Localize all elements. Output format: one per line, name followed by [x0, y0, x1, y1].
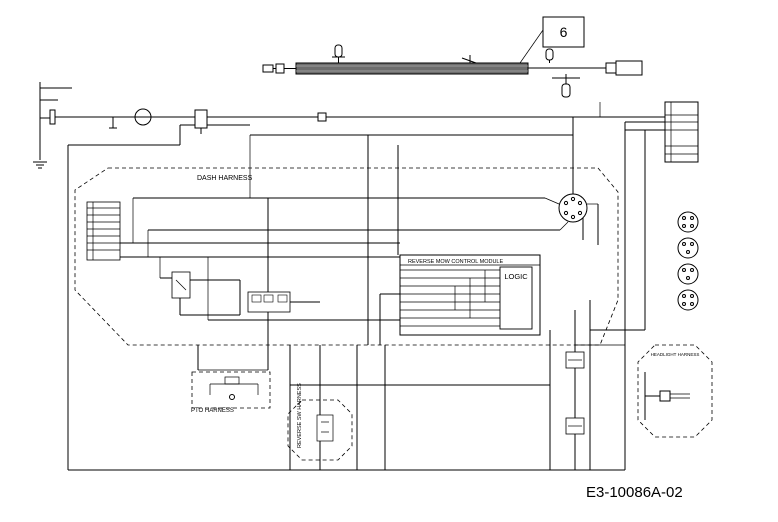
module-title: REVERSE MOW CONTROL MODULE	[408, 259, 503, 265]
lower-wiring	[68, 300, 645, 471]
callout-box	[542, 16, 585, 48]
drawing-code: E3-10086A-02	[586, 484, 683, 501]
pto-harness: PTO HARNESS	[191, 371, 271, 414]
reverse-sw-harness: REVERSE SW HARNESS	[287, 383, 353, 461]
headlight-harness-label: HEADLIGHT HARNESS	[651, 352, 700, 357]
pto-harness-label: PTO HARNESS	[191, 408, 234, 414]
callout-number: 6	[560, 24, 568, 40]
logic-label: LOGIC	[504, 272, 528, 281]
headlight-harness: HEADLIGHT HARNESS	[637, 344, 713, 438]
dash-harness-label: DASH HARNESS	[197, 175, 253, 182]
terminal-table-right	[599, 101, 699, 370]
harness-component-6: 6	[262, 16, 643, 98]
reverse-sw-harness-label: REVERSE SW HARNESS	[297, 383, 303, 448]
battery-section	[33, 82, 665, 470]
reverse-mow-module: REVERSE MOW CONTROL MODULE LOGIC	[379, 254, 541, 345]
dash-harness: DASH HARNESS	[74, 117, 619, 346]
connector-pinouts	[677, 211, 699, 311]
